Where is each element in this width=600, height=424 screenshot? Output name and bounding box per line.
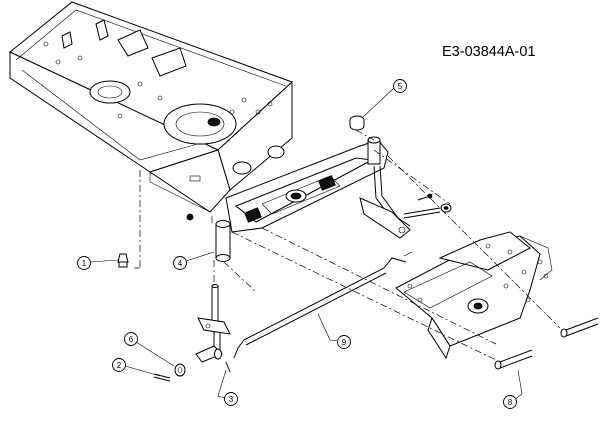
assembly-lines xyxy=(134,129,561,361)
callout-9: 9 xyxy=(317,313,351,349)
callout-2-label: 2 xyxy=(117,361,122,370)
front-bracket xyxy=(395,231,553,360)
callout-4: 4 xyxy=(173,251,215,270)
callout-2: 2 xyxy=(112,358,161,377)
callout-5: 5 xyxy=(361,79,407,119)
callout-5-label: 5 xyxy=(398,82,403,91)
frame-bolt xyxy=(117,253,129,268)
callout-8-label: 8 xyxy=(508,398,513,407)
callout-6: 6 xyxy=(124,332,175,367)
axle-cap xyxy=(349,115,365,131)
callout-9-label: 9 xyxy=(342,338,347,347)
steering-spindle-left xyxy=(153,284,231,382)
tie-rod xyxy=(233,251,413,359)
callout-3-label: 3 xyxy=(229,395,234,404)
callout-3: 3 xyxy=(217,369,238,406)
bracket-bolts xyxy=(494,317,599,370)
callout-1: 1 xyxy=(77,256,119,270)
callout-1-label: 1 xyxy=(82,259,87,268)
callout-4-label: 4 xyxy=(178,259,183,268)
spindle-arm-right xyxy=(359,165,452,239)
front-axle-beam xyxy=(215,136,389,262)
diagram-reference-code: E3-03844A-01 xyxy=(442,44,536,60)
frame-chassis xyxy=(9,1,293,221)
callout-8: 8 xyxy=(503,369,523,409)
callout-6-label: 6 xyxy=(129,335,134,344)
